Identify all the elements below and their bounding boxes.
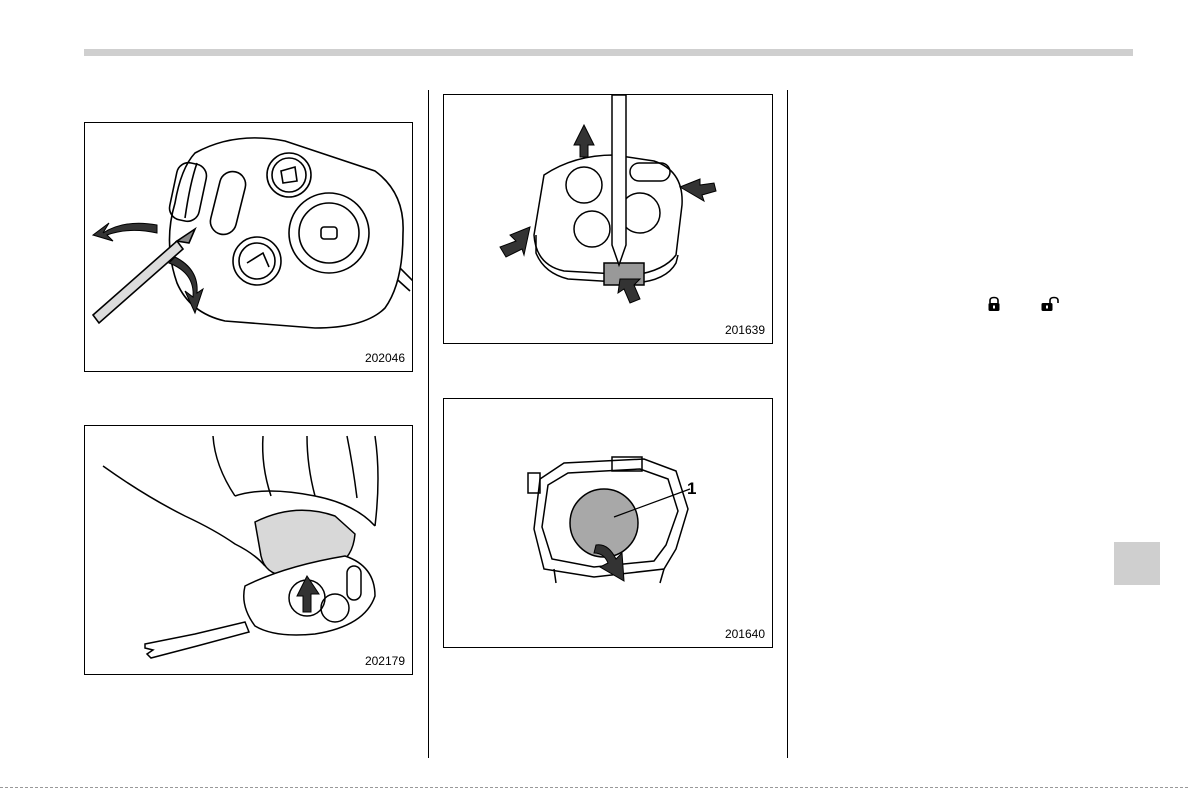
figure-number: 201639: [725, 323, 765, 337]
figure-number: 202179: [365, 654, 405, 668]
key-fob-pry-illustration: [85, 123, 413, 372]
bottom-rule: [0, 787, 1188, 788]
figure-separate-halves: 201639: [443, 94, 773, 344]
header-bar: [84, 49, 1133, 56]
column-divider-right: [787, 90, 788, 758]
lock-icon: [987, 296, 1001, 312]
figure-key-fob-pry: 202046: [84, 122, 413, 372]
section-tab: [1114, 542, 1160, 585]
unlock-icon: [1040, 296, 1062, 312]
column-divider-left: [428, 90, 429, 758]
lift-cover-illustration: [85, 426, 413, 675]
separate-halves-illustration: [444, 95, 773, 344]
battery-callout: 1: [687, 479, 696, 499]
figure-number: 201640: [725, 627, 765, 641]
figure-battery-removal: 1 201640: [443, 398, 773, 648]
figure-number: 202046: [365, 351, 405, 365]
figure-lift-cover: 202179: [84, 425, 413, 675]
battery-removal-illustration: [444, 399, 773, 648]
